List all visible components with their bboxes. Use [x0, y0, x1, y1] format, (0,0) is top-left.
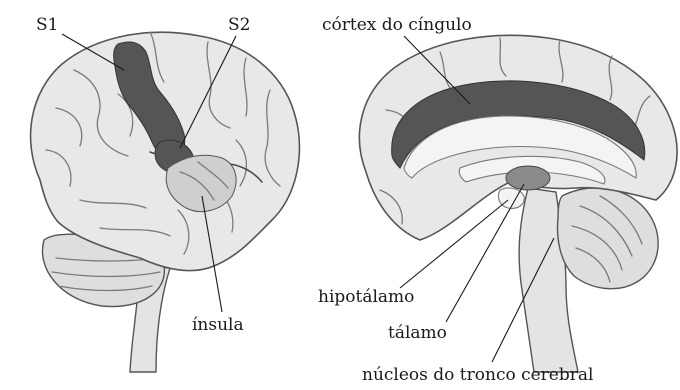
label-hypothalamus: hipotálamo: [318, 287, 414, 307]
medial-cerebellum: [558, 188, 659, 289]
label-brainstem-nuclei: núcleos do tronco cerebral: [362, 365, 593, 385]
label-insula: ínsula: [192, 315, 244, 335]
label-cingulate-cortex: córtex do cíngulo: [322, 15, 472, 35]
label-s2: S2: [228, 15, 250, 35]
medial-brain-view: [359, 35, 677, 372]
lateral-brain-view: [31, 32, 300, 372]
label-thalamus: tálamo: [388, 323, 447, 343]
thalamus-region: [506, 166, 550, 190]
label-s1: S1: [36, 15, 58, 35]
